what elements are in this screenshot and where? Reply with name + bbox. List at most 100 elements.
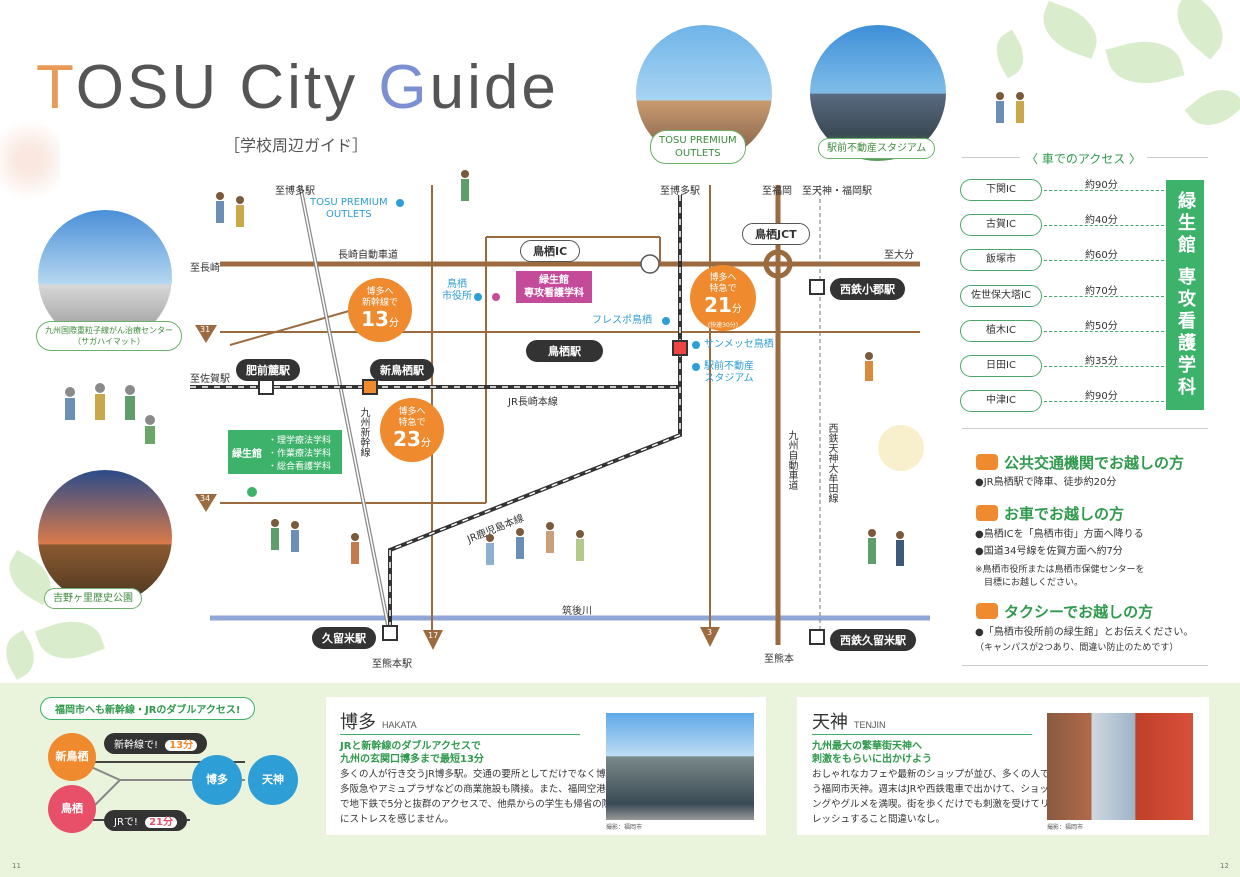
people-illustration: [216, 192, 244, 227]
to-kumamoto-station-label: 至熊本駅: [372, 659, 412, 670]
express-23-time: 23: [393, 427, 421, 451]
leaf-decoration: [1184, 78, 1240, 137]
jr-time: 21分: [145, 817, 178, 828]
hakata-circle: 博多: [192, 755, 242, 805]
hakata-body-3: で地下鉄で5分と抜群のアクセスで、他県からの学生も帰省の際: [340, 799, 612, 810]
sparkle-decoration: [878, 425, 924, 471]
jr-kagoshima-line-inner: [389, 195, 681, 635]
outlets-location-dot: [396, 199, 404, 207]
car-note-1: ※鳥栖市役所または鳥栖市保健センターを: [975, 565, 1145, 575]
hizen-fumoto-station-marker: [258, 379, 274, 395]
to-fukuoka-label: 至福岡: [762, 186, 792, 197]
route3-shield: [700, 627, 720, 647]
tenjin-body-4: レッシュすること間違いなし。: [812, 814, 946, 825]
leaf-decoration: [34, 610, 106, 670]
leaf-decoration: [1105, 31, 1185, 94]
car-note-2: 目標にお越しください。: [975, 578, 1084, 588]
area-map: 至博多駅 TOSU PREMIUM OUTLETS 至博多駅 至福岡 至天神・福…: [190, 175, 930, 670]
stadium-caption: 駅前不動産スタジアム: [818, 138, 936, 159]
tosu-station-marker: [672, 340, 688, 356]
people-illustration: [486, 522, 584, 565]
road-line: [229, 304, 371, 346]
express-23-badge: 博多へ 特急で 23分: [380, 398, 444, 462]
ic-duration: 約70分: [1085, 286, 1118, 297]
nishitetsu-kurume-label: 西鉄久留米駅: [830, 629, 916, 651]
tenjin-photo: [1047, 713, 1193, 820]
express-21-unit: 分: [731, 304, 742, 315]
leaf-decoration: [1164, 0, 1236, 60]
route17-number: 17: [428, 631, 439, 640]
chikugo-river-label: 筑後川: [562, 606, 592, 617]
to-hakata-mid-label: 至博多駅: [660, 186, 700, 197]
shin-tosu-label: 新鳥栖駅: [370, 359, 434, 381]
kurume-station-marker: [382, 625, 398, 641]
tenjin-body-2: う福岡市天神。週末はJRや西鉄電車で出かけて、ショッピ: [812, 784, 1059, 795]
taxi-text-2: （キャンパスが2つあり、間違い防止のためです）: [975, 643, 1179, 653]
hakata-body-4: にストレスを感じません。: [340, 814, 454, 825]
to-kumamoto-label: 至熊本: [764, 654, 794, 665]
car-text-2: ●国道34号線を佐賀方面へ約7分: [975, 546, 1123, 557]
double-access-heading: 福岡市へも新幹線・JRのダブルアクセス!: [40, 697, 256, 720]
shinkansen-time: 13分: [165, 740, 198, 751]
shinkansen-pill: 新幹線で! 13分: [104, 733, 208, 754]
city-hall-dot: [474, 293, 482, 301]
city-hall-label: 鳥栖 市役所: [442, 279, 472, 302]
outlets-map-label: TOSU PREMIUM OUTLETS: [310, 197, 388, 220]
tosu-jct-label: 鳥栖JCT: [742, 223, 810, 245]
ic-line: [1044, 190, 1164, 191]
tenjin-body-1: おしゃれなカフェや最新のショップが並び、多くの人で賑わ: [812, 769, 1069, 780]
page-number-left: 11: [12, 862, 21, 870]
to-saga-label: 至佐賀駅: [190, 374, 230, 385]
shin-tosu-station-marker: [362, 379, 378, 395]
nishitetsu-ogori-marker: [809, 279, 825, 295]
leaf-decoration: [987, 29, 1033, 79]
ic-duration: 約90分: [1085, 180, 1118, 191]
tenjin-body-3: ングやグルメを満喫。街を歩くだけでも刺激を受けてリフ: [812, 799, 1060, 810]
people-illustration: [271, 519, 359, 564]
ic-pill: 古賀IC: [960, 214, 1042, 236]
yoshinogari-photo: [38, 470, 172, 604]
ic-duration: 約35分: [1085, 356, 1118, 367]
ic-duration: 約90分: [1085, 391, 1118, 402]
route31-shield: [195, 325, 217, 343]
ic-line: [1044, 260, 1164, 261]
page-subtitle: ［学校周辺ガイド］: [224, 136, 369, 155]
ic-duration: 約60分: [1085, 250, 1118, 261]
to-hakata-left-label: 至博多駅: [275, 186, 315, 197]
taxi-text-1: ●「鳥栖市役所前の緑生館」とお伝えください。: [975, 627, 1194, 638]
hakata-lead-1: JRと新幹線のダブルアクセスで: [340, 741, 481, 752]
taxi-icon: [976, 603, 998, 619]
ic-line: [1044, 366, 1164, 367]
ic-pill: 日田IC: [960, 355, 1042, 377]
nishitetsu-kurume-marker: [809, 629, 825, 645]
sunmesse-label: サンメッセ鳥栖: [704, 339, 774, 350]
ic-line: [1044, 331, 1164, 332]
express-21-line1: 博多へ: [709, 273, 737, 283]
section-divider: [962, 428, 1208, 429]
fresupo-label: フレスポ鳥栖: [592, 315, 652, 326]
section-divider: [962, 665, 1208, 666]
sunmesse-dot: [692, 341, 700, 349]
public-transport-text: ●JR鳥栖駅で降車、徒歩約20分: [975, 477, 1117, 488]
taxi-heading: タクシーでお越しの方: [1004, 603, 1154, 621]
leaf-decoration: [1034, 0, 1106, 60]
ic-pill: 佐世保大塔IC: [960, 285, 1042, 307]
outlets-caption: TOSU PREMIUM OUTLETS: [650, 130, 746, 164]
jr-nagasaki-label: JR長崎本線: [508, 397, 558, 408]
stadium-map-label: 駅前不動産 スタジアム: [704, 361, 754, 384]
fresupo-dot: [662, 317, 670, 325]
express-23-line2: 特急で: [398, 418, 426, 428]
people-illustration: [868, 529, 904, 566]
route34-number: 34: [200, 494, 211, 503]
shin-tosu-circle: 新鳥栖: [48, 733, 96, 781]
ic-duration: 約40分: [1085, 215, 1118, 226]
ryokuseikan-box-title: 緑生館: [232, 449, 262, 460]
tosu-ic-label: 鳥栖IC: [520, 240, 581, 262]
people-illustration: [461, 170, 469, 201]
hakata-title-jp: 博多: [340, 712, 376, 733]
ic-pill: 飯塚市: [960, 249, 1042, 271]
nursing-campus-label: 緑生館 専攻看護学科: [516, 271, 592, 303]
ic-line: [1044, 296, 1164, 297]
ic-line: [1044, 225, 1164, 226]
page-number-right: 12: [1220, 862, 1229, 870]
